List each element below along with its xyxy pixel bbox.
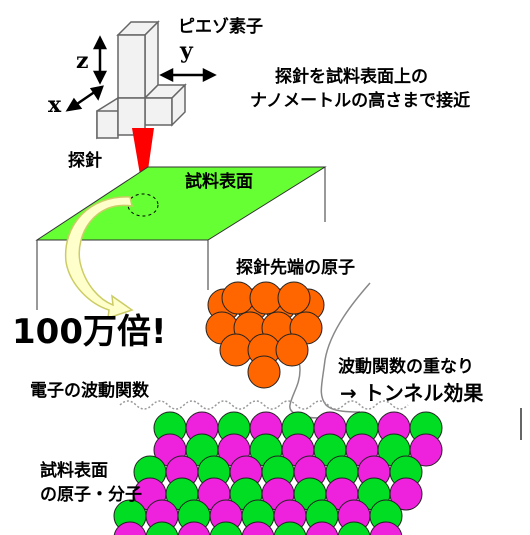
tip-atoms: [205, 281, 325, 389]
sample-atoms-label-line1: 試料表面: [40, 460, 108, 481]
sample-atom: [409, 433, 443, 467]
tip-atom: [275, 333, 309, 367]
piezo-label: ピエゾ素子: [178, 17, 263, 37]
tunnel-effect-label: → トンネル効果: [340, 381, 483, 405]
approach-label-line1: 探針を試料表面上の: [275, 66, 428, 87]
probe-tip: [132, 128, 154, 198]
tip-atom: [219, 333, 253, 367]
wave-dotted-sample: [119, 400, 409, 410]
zoom-arrow: [64, 196, 134, 320]
piezo-element: [96, 20, 187, 140]
sample-atom: [273, 521, 307, 535]
sample-atoms: [113, 411, 443, 535]
focus-circle: [127, 193, 159, 217]
sample-atom: [369, 521, 403, 535]
sample-atom: [389, 477, 423, 511]
electron-wave-label: 電子の波動関数: [30, 380, 150, 401]
sample-atom: [113, 521, 147, 535]
sample-surface-label: 試料表面: [185, 171, 253, 192]
sample-atom: [209, 521, 243, 535]
sample-atoms-label-line2: の原子・分子: [40, 485, 142, 505]
probe-label: 探針: [68, 150, 102, 171]
sample-atom: [305, 521, 339, 535]
wave-curve-right: [320, 282, 371, 413]
sample-plane: [35, 166, 327, 310]
axis-y-label: y: [179, 38, 194, 64]
approach-label-line2: ナノメートルの高さまで接近: [250, 90, 470, 111]
sample-atom: [241, 521, 275, 535]
sample-atom: [337, 521, 371, 535]
tip-atom: [221, 281, 255, 315]
wave-overlap-label: 波動関数の重なり: [338, 356, 474, 377]
tip-atom: [277, 281, 311, 315]
tip-atoms-label: 探針先端の原子: [236, 257, 355, 278]
axis-x-label: x: [48, 92, 62, 118]
axis-arrows: [65, 35, 217, 112]
sample-atom: [177, 521, 211, 535]
tip-atom: [249, 281, 283, 315]
axis-z-label: z: [76, 48, 89, 74]
sample-atom: [145, 521, 179, 535]
tip-atom: [247, 355, 281, 389]
magnification-label: 100万倍!: [12, 312, 166, 352]
